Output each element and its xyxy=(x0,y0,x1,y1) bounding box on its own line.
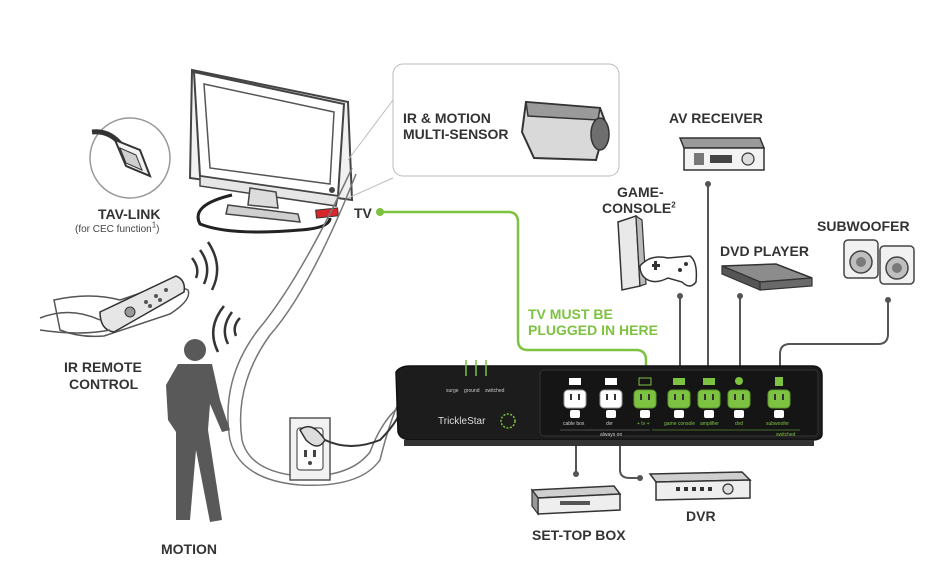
ir-motion-sensor-icon xyxy=(520,100,610,162)
label-ir-remote-1: IR REMOTE xyxy=(64,359,142,375)
label-game-console-1: GAME- xyxy=(617,184,664,200)
outlet-label-tv: + tv + xyxy=(637,421,650,427)
game-console-icon xyxy=(617,214,698,291)
outlet-label-amplifier: amplifier xyxy=(700,421,719,427)
av-receiver-icon xyxy=(678,137,766,171)
label-dvd-player: DVD PLAYER xyxy=(720,243,809,259)
outlet-label-subwoofer: subwoofer xyxy=(766,421,789,427)
outlet-game-console[interactable] xyxy=(667,378,691,409)
device-cables xyxy=(575,184,889,479)
dvd-player-icon xyxy=(721,263,813,291)
outlet-amplifier[interactable] xyxy=(697,378,721,409)
label-subwoofer: SUBWOOFER xyxy=(817,218,910,234)
person-silhouette-icon xyxy=(166,339,230,522)
outlet-label-dvr: dvr xyxy=(606,421,613,427)
dvr-icon xyxy=(648,471,752,501)
label-tav-link-note: (for CEC function1) xyxy=(75,220,160,235)
label-game-console-2: CONSOLE2 xyxy=(602,200,676,216)
brand-logo-icon xyxy=(500,413,516,429)
group-label-switched: switched xyxy=(776,432,796,438)
label-motion: MOTION xyxy=(161,541,217,557)
tv-monitor-icon xyxy=(188,68,354,223)
group-label-always-on: always on xyxy=(600,432,622,438)
outlet-tv[interactable] xyxy=(633,377,657,409)
ir-wave-icon xyxy=(191,241,219,291)
label-tv-must-1: TV MUST BE xyxy=(528,306,613,322)
indicator-label-ground: ground xyxy=(464,388,480,394)
tv-power-cable xyxy=(376,208,652,376)
outlet-label-game-console: game console xyxy=(664,421,695,427)
label-set-top-box: SET-TOP BOX xyxy=(532,527,626,543)
subwoofer-icon xyxy=(843,239,915,285)
outlet-dvd[interactable] xyxy=(727,377,751,409)
outlet-dvr[interactable] xyxy=(599,378,623,409)
indicator-lights xyxy=(465,360,487,376)
strip-brand: TrickleStar xyxy=(438,416,486,427)
label-tv: TV xyxy=(354,205,372,221)
label-tav-link: TAV-LINK xyxy=(98,206,161,222)
indicator-label-switched: switched xyxy=(485,388,505,394)
tav-link-cable xyxy=(196,193,332,234)
outlet-cable-box[interactable] xyxy=(563,378,587,409)
indicator-label-surge: surge xyxy=(446,388,459,394)
hdmi-plug-icon xyxy=(89,117,171,199)
cable-end-dots xyxy=(573,181,891,481)
outlet-subwoofer[interactable] xyxy=(767,377,791,409)
label-ir-remote-2: CONTROL xyxy=(69,376,139,392)
label-av-receiver: AV RECEIVER xyxy=(669,110,763,126)
outlet-label-dvd: dvd xyxy=(735,421,743,427)
wall-outlet-icon xyxy=(289,399,406,481)
label-tv-must-2: PLUGGED IN HERE xyxy=(528,322,658,338)
ir-remote-hand-icon xyxy=(39,275,190,338)
outlet-label-cable-box: cable box xyxy=(563,421,585,427)
label-ir-motion-2: MULTI-SENSOR xyxy=(403,126,509,142)
outlet-ground-marks xyxy=(570,410,784,418)
label-ir-motion-1: IR & MOTION xyxy=(403,110,491,126)
label-dvr: DVR xyxy=(686,508,716,524)
motion-wave-icon xyxy=(211,305,241,353)
sensor-cables xyxy=(227,167,401,487)
set-top-box-icon xyxy=(530,485,622,516)
